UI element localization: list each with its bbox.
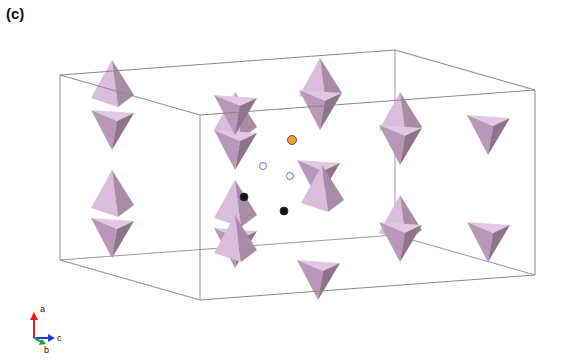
axis-label: c	[57, 334, 62, 343]
atoms	[240, 136, 297, 216]
unit-cell-front	[60, 50, 535, 300]
unit-cell-back	[60, 50, 535, 275]
tetrahedra	[91, 58, 510, 300]
axis-label: b	[44, 346, 49, 355]
axis-label: a	[40, 305, 45, 314]
panel-label: (c)	[6, 6, 24, 21]
axis-indicator	[30, 312, 55, 345]
